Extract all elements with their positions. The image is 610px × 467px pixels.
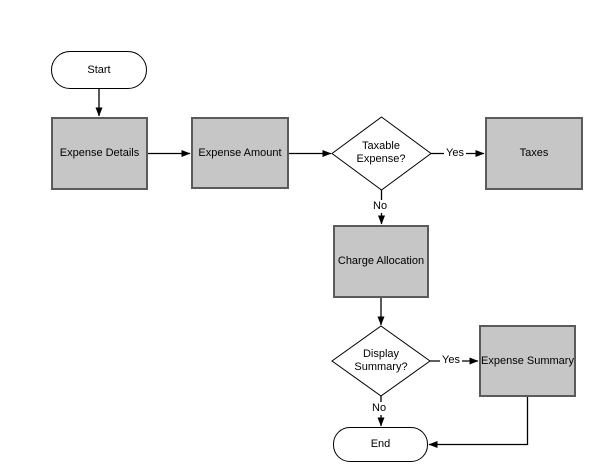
node-expense-amount: Expense Amount	[191, 117, 289, 189]
node-expense-details-label: Expense Details	[59, 147, 140, 159]
node-expense-amount-label: Expense Amount	[198, 146, 282, 159]
node-charge-allocation: Charge Allocation	[333, 225, 429, 298]
node-charge-allocation-label: Charge Allocation	[337, 255, 425, 267]
node-expense-summary: Expense Summary	[479, 325, 576, 397]
edge-label-display-no: No	[370, 402, 389, 415]
node-taxes: Taxes	[485, 117, 583, 190]
edge-label-display-yes: Yes	[440, 354, 462, 367]
edge-label-taxable-yes: Yes	[444, 147, 466, 160]
decision-display-summary	[331, 325, 431, 397]
edge-expense-summary-to-end	[428, 397, 529, 448]
node-end: End	[333, 427, 428, 462]
edge-label-taxable-no: No	[371, 200, 390, 213]
node-taxes-label: Taxes	[519, 147, 549, 159]
node-end-label: End	[370, 438, 391, 450]
node-start: Start	[51, 51, 147, 89]
node-start-label: Start	[87, 63, 111, 76]
decision-taxable-expense	[331, 116, 432, 191]
node-expense-summary-label: Expense Summary	[481, 354, 574, 367]
node-expense-details: Expense Details	[51, 117, 148, 190]
